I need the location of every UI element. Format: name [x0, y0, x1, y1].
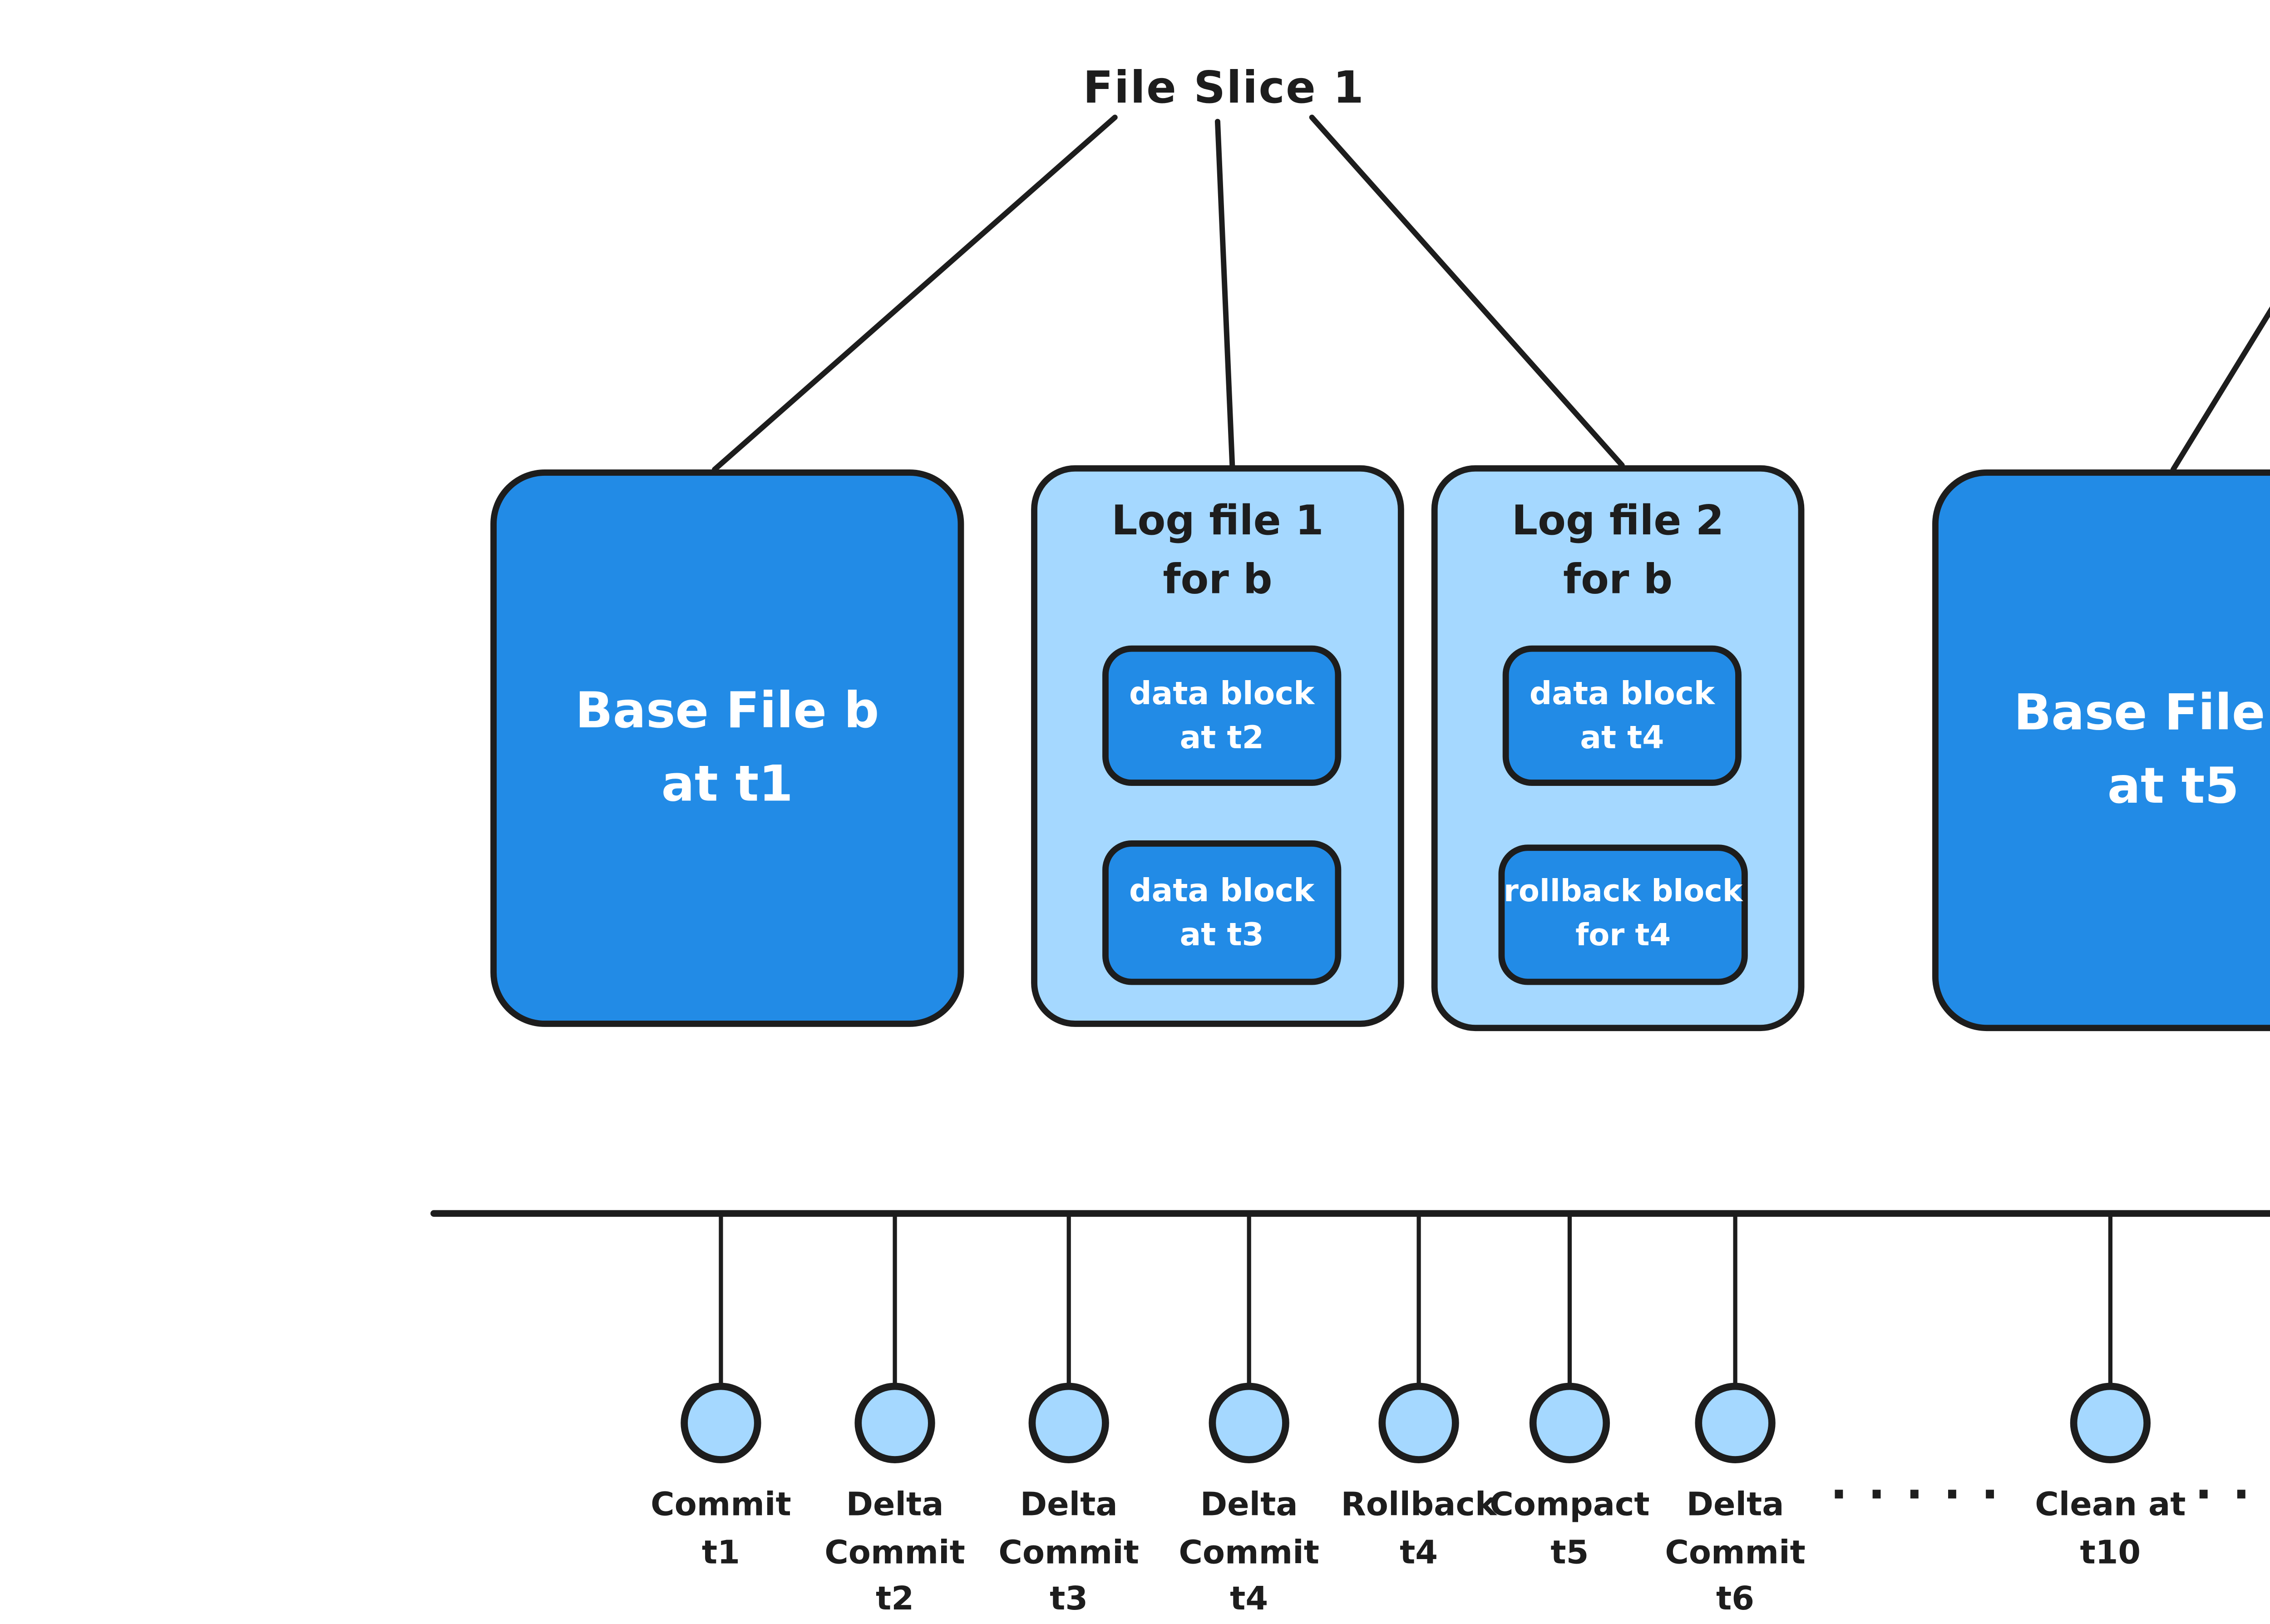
rollback-block-t4: rollback block for t4	[1498, 844, 1748, 985]
data-block-t4-line2: at t4	[1580, 718, 1664, 756]
base-file-b-prime-box: Base File b' at t5	[1932, 469, 2270, 1032]
event-clean-t10-line1: Clean at	[2035, 1486, 2186, 1524]
event-circle-compact-t5	[1529, 1382, 1610, 1463]
event-delta-commit-t4-line3: t4	[1230, 1580, 1268, 1618]
event-delta-commit-t2-line3: t2	[876, 1580, 914, 1618]
slice1-connector-to-log-file-1	[1214, 118, 1235, 468]
rollback-block-t4-line1: rollback block	[1503, 876, 1743, 910]
event-commit-t1-line1: Commit	[651, 1486, 791, 1524]
event-delta-commit-t4-line1: Delta	[1200, 1486, 1298, 1524]
data-block-t2: data block at t2	[1102, 645, 1342, 786]
slice2-connector-to-base-file	[2170, 306, 2270, 473]
log-file-2-title-line1: Log file 2	[1511, 497, 1724, 545]
event-circle-commit-t1	[681, 1382, 761, 1463]
event-delta-commit-t3-line2: Commit	[998, 1533, 1139, 1571]
log-file-1-title-line2: for b	[1163, 555, 1273, 604]
event-circle-delta-commit-t3	[1028, 1382, 1109, 1463]
event-delta-commit-t4-line2: Commit	[1179, 1533, 1319, 1571]
event-label-commit-t1: Commit t1	[651, 1482, 791, 1576]
base-file-b-prime-title-line2: at t5	[2107, 756, 2239, 815]
log-file-1-box: Log file 1 for b data block at t2 data b…	[1031, 465, 1404, 1027]
event-marker-circles	[681, 1382, 2151, 1463]
event-circle-delta-commit-t6	[1695, 1382, 1776, 1463]
rollback-block-t4-line2: for t4	[1575, 919, 1671, 953]
data-block-t3-line1: data block	[1129, 872, 1315, 910]
event-commit-t1-line2: t1	[701, 1533, 740, 1571]
timeline-gap-dots-2: . . . . .	[2195, 1458, 2270, 1511]
timeline-gap-dots-1: . . . . .	[1830, 1458, 2001, 1511]
base-file-b-title-line1: Base File b	[575, 681, 879, 740]
log-file-2-title-line2: for b	[1563, 555, 1673, 604]
data-block-t2-line2: at t2	[1179, 718, 1264, 756]
event-delta-commit-t3-line3: t3	[1050, 1580, 1088, 1618]
event-circle-rollback-t4	[1378, 1382, 1459, 1463]
data-block-t4: data block at t4	[1502, 645, 1742, 786]
log-file-2-title: Log file 2 for b	[1438, 472, 1798, 610]
event-compact-t5-line2: t5	[1550, 1533, 1589, 1571]
event-delta-commit-t2-line2: Commit	[824, 1533, 965, 1571]
data-block-t2-line1: data block	[1129, 675, 1315, 713]
base-file-b-box: Base File b at t1	[490, 469, 964, 1027]
event-circle-clean-t10	[2070, 1382, 2151, 1463]
event-delta-commit-t6-line3: t6	[1716, 1580, 1755, 1618]
event-label-delta-commit-t6: Delta Commit t6	[1665, 1482, 1806, 1624]
log-file-1-title-line1: Log file 1	[1111, 497, 1324, 545]
event-label-delta-commit-t2: Delta Commit t2	[824, 1482, 965, 1624]
event-compact-t5-line1: Compact	[1490, 1486, 1650, 1524]
slice1-connector-to-log-file-2	[1309, 114, 1625, 468]
event-label-compact-t5: Compact t5	[1490, 1482, 1649, 1576]
event-circle-delta-commit-t4	[1209, 1382, 1289, 1463]
event-delta-commit-t6-line1: Delta	[1686, 1486, 1784, 1524]
event-circle-delta-commit-t2	[854, 1382, 935, 1463]
data-block-t3-line2: at t3	[1179, 914, 1264, 953]
event-label-rollback-t4: Rollback t4	[1341, 1482, 1497, 1576]
event-label-delta-commit-t3: Delta Commit t3	[998, 1482, 1139, 1624]
event-stems	[719, 1213, 2112, 1387]
event-rollback-t4-line2: t4	[1400, 1533, 1438, 1571]
log-file-1-title: Log file 1 for b	[1037, 472, 1398, 610]
event-clean-t10-line2: t10	[2080, 1533, 2141, 1571]
event-rollback-t4-line1: Rollback	[1341, 1486, 1497, 1524]
base-file-b-title-line2: at t1	[661, 754, 793, 814]
event-label-clean-t10: Clean at t10	[2035, 1482, 2186, 1576]
file-slice-1-label: File Slice 1	[1083, 63, 1365, 114]
log-file-2-box: Log file 2 for b data block at t4 rollba…	[1431, 465, 1805, 1032]
event-delta-commit-t2-line1: Delta	[846, 1486, 944, 1524]
data-block-t3: data block at t3	[1102, 840, 1342, 985]
slice1-connector-to-base-file	[712, 114, 1118, 473]
event-label-delta-commit-t4: Delta Commit t4	[1179, 1482, 1319, 1624]
data-block-t4-line1: data block	[1529, 675, 1715, 713]
base-file-b-prime-title-line1: Base File b'	[2013, 683, 2270, 742]
event-delta-commit-t3-line1: Delta	[1020, 1486, 1118, 1524]
event-delta-commit-t6-line2: Commit	[1665, 1533, 1806, 1571]
